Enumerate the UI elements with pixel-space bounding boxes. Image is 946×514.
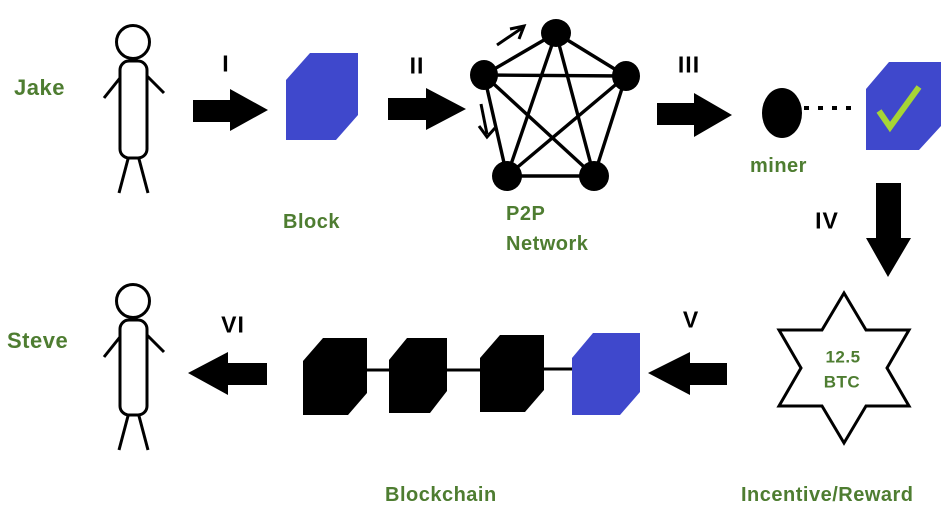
- jake-label: Jake: [14, 75, 65, 100]
- chain-block-3: [480, 335, 544, 412]
- chain-links: [367, 367, 572, 372]
- jake-head: [115, 24, 151, 60]
- steve-figure-icon: [102, 283, 166, 451]
- blockchain-icon: [303, 333, 640, 415]
- jake-arm-right: [145, 74, 166, 95]
- step-numeral-3: III: [677, 51, 701, 78]
- steve-leg-right: [137, 415, 150, 451]
- miner-label: miner: [750, 155, 807, 177]
- chain-block-new: [572, 333, 640, 415]
- steve-arm-right: [145, 333, 166, 354]
- blockchain-label: Blockchain: [385, 484, 497, 506]
- step-numeral-2: II: [409, 52, 425, 79]
- step-numeral-6: VI: [221, 311, 245, 338]
- arrow-step-1-icon: [193, 89, 268, 131]
- block-label: Block: [283, 211, 340, 233]
- jake-figure-icon: [102, 24, 166, 194]
- reward-star-icon: [776, 290, 912, 446]
- p2p-node-bottom-left: [492, 161, 522, 191]
- arrow-step-5-icon: [648, 352, 727, 395]
- step-numeral-4: IV: [815, 207, 839, 234]
- steve-head: [115, 283, 151, 319]
- reward-currency-label: BTC: [823, 372, 861, 392]
- checkmark-icon: [876, 85, 922, 133]
- arrow-step-3-icon: [657, 93, 732, 137]
- p2p-flow-arrows: [477, 23, 527, 140]
- p2p-label-line1: P2P: [506, 203, 546, 225]
- p2p-node-top: [541, 19, 571, 47]
- arrow-step-2-icon: [388, 88, 466, 130]
- step-numeral-5: V: [682, 306, 700, 333]
- p2p-network-nodes: [470, 19, 640, 191]
- jake-leg-right: [137, 158, 150, 194]
- p2p-network-edges: [482, 31, 628, 178]
- p2p-node-left: [470, 60, 498, 90]
- jake-torso: [118, 59, 149, 160]
- chain-block-1: [303, 338, 367, 415]
- steve-torso: [118, 318, 149, 417]
- steve-label: Steve: [7, 328, 69, 353]
- p2p-arrow-northeast: [496, 26, 523, 47]
- incentive-label: Incentive/Reward: [741, 484, 914, 506]
- arrow-step-4-icon: [866, 183, 911, 277]
- p2p-arrow-down: [479, 103, 489, 135]
- arrow-step-6-icon: [188, 352, 267, 395]
- reward-amount-label: 12.5: [825, 347, 861, 367]
- chain-block-2: [389, 338, 447, 413]
- miner-node-icon: [762, 88, 802, 138]
- block-icon: [286, 53, 358, 140]
- jake-leg-left: [117, 158, 130, 194]
- p2p-node-bottom-right: [579, 161, 609, 191]
- p2p-network-icon: [470, 19, 640, 191]
- step-numeral-1: I: [222, 50, 230, 77]
- steve-leg-left: [117, 415, 130, 451]
- steve-arm-left: [102, 336, 122, 358]
- p2p-node-right: [612, 61, 640, 91]
- jake-arm-left: [102, 77, 122, 99]
- p2p-label-line2: Network: [506, 233, 589, 255]
